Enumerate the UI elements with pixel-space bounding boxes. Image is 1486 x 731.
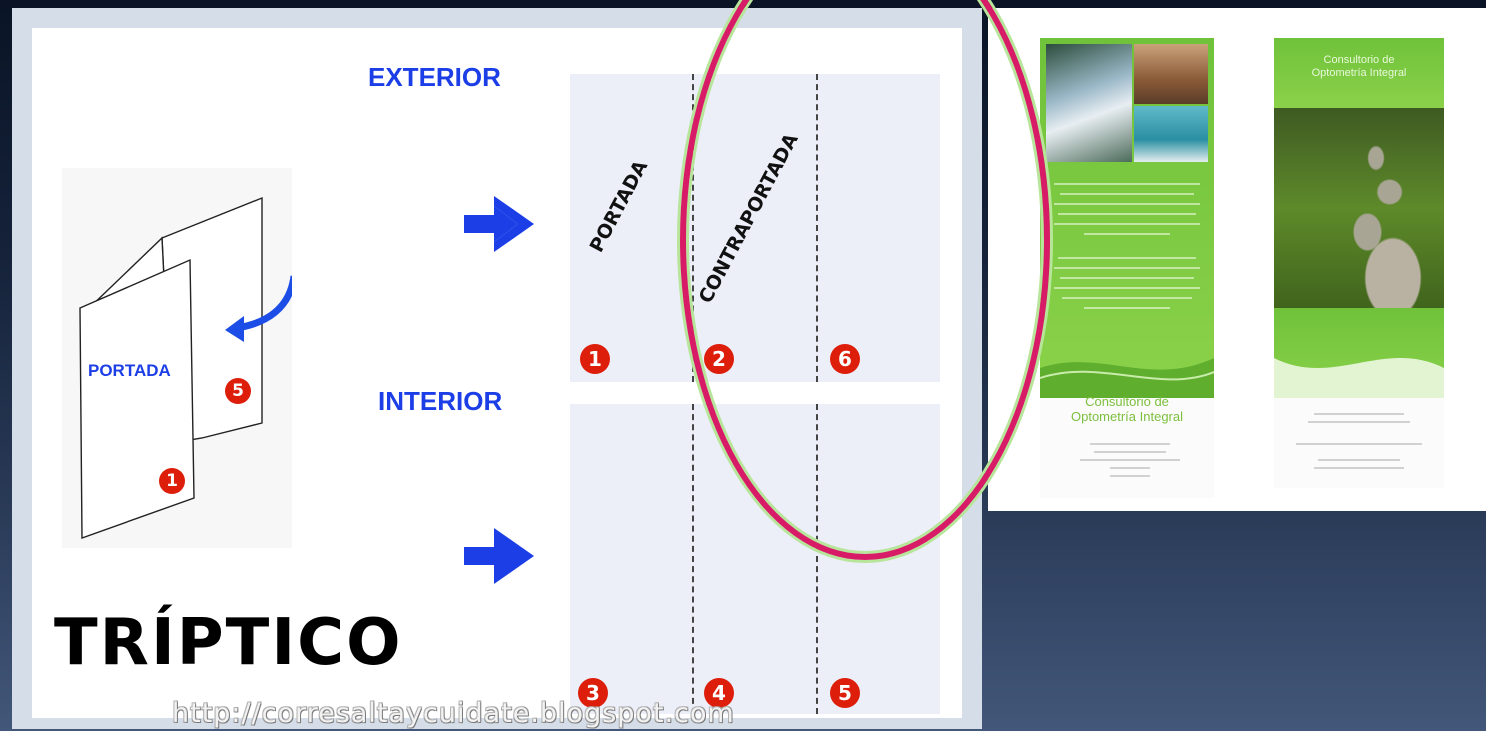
left-contact-lines: [1080, 443, 1180, 477]
right-header-line-1: Consultorio de: [1323, 54, 1395, 66]
lake-photo: [1134, 106, 1208, 162]
garden-path-photo: [1274, 108, 1444, 308]
triptico-title: TRÍPTICO: [54, 606, 403, 680]
building-photo: [1134, 44, 1208, 104]
badge-4: 4: [704, 678, 734, 708]
exterior-heading: EXTERIOR: [368, 62, 501, 92]
brochure-photo: Consultorio de Optometría Integral Consu…: [988, 8, 1486, 511]
brochure-panel-left: Consultorio de Optometría Integral: [1040, 38, 1214, 498]
arrow-right-icon: [464, 196, 534, 252]
diagram-canvas: PORTADA 5 1 EXTERIOR 1 2 6 PORTADA CONTR…: [32, 28, 962, 729]
right-header-title: Consultorio de Optometría Integral: [1274, 54, 1444, 80]
interior-panel-3: 3: [570, 404, 694, 714]
diagram-card: PORTADA 5 1 EXTERIOR 1 2 6 PORTADA CONTR…: [12, 8, 982, 729]
interior-panel-5: 5: [818, 404, 940, 714]
exterior-panels: 1 2 6: [570, 74, 940, 382]
interior-panel-4: 4: [694, 404, 818, 714]
fold-badge-front: 1: [159, 468, 185, 494]
fold-badge-inner: 5: [225, 378, 251, 404]
green-header: [1274, 38, 1444, 108]
brochure-panel-right: Consultorio de Optometría Integral: [1274, 38, 1444, 488]
waterfall-photo: [1046, 44, 1132, 162]
arrow-right-icon: [464, 528, 534, 584]
interior-heading: INTERIOR: [378, 386, 503, 416]
left-caption-line-2: Optometría Integral: [1071, 409, 1183, 424]
left-caption-line-1: Consultorio de: [1085, 394, 1169, 409]
right-header-line-2: Optometría Integral: [1311, 67, 1407, 79]
left-caption: Consultorio de Optometría Integral: [1040, 394, 1214, 424]
badge-3: 3: [578, 678, 608, 708]
exterior-panel-2: 2: [694, 74, 818, 382]
badge-1: 1: [580, 344, 610, 374]
wave-decoration: [1040, 358, 1214, 398]
wave-decoration: [1274, 358, 1444, 398]
exterior-panel-1: 1: [570, 74, 694, 382]
body-text-lines: [1054, 183, 1200, 309]
blog-url-watermark: http://corresaltaycuidate.blogspot.com: [172, 698, 735, 729]
fold-portada-label: PORTADA: [88, 361, 171, 380]
badge-6: 6: [830, 344, 860, 374]
badge-2: 2: [704, 344, 734, 374]
interior-panels: 3 4 5: [570, 404, 940, 714]
badge-5: 5: [830, 678, 860, 708]
curved-arrow-icon: [236, 275, 292, 332]
exterior-panel-6: 6: [818, 74, 940, 382]
right-contact-lines: [1296, 413, 1422, 469]
